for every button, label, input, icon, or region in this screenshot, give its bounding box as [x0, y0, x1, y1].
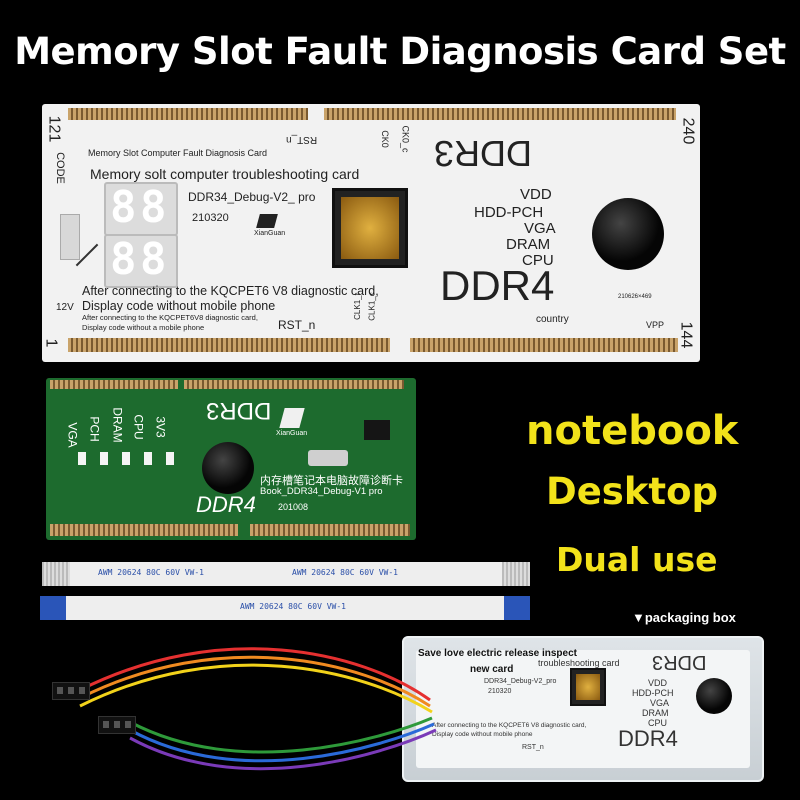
- led-vga: [78, 452, 86, 465]
- rst-bottom-label: RST_n: [278, 318, 316, 332]
- packaging-dram-label: DRAM: [642, 708, 669, 718]
- packaging-model-label: DDR34_Debug-V2_pro: [484, 678, 557, 685]
- packaging-chip-icon: [570, 668, 606, 706]
- packaging-display-text: Display code without mobile phone: [432, 731, 533, 738]
- dram-label: DRAM: [506, 236, 551, 253]
- buzzer-icon: [592, 198, 664, 270]
- connector-port: [60, 214, 80, 260]
- ribbon-text-2: AWM 20624 80C 60V VW-1: [292, 568, 398, 577]
- led-cpu: [144, 452, 152, 465]
- packaging-rst-label: RST_n: [522, 744, 544, 751]
- vga-label: VGA: [524, 220, 556, 237]
- notebook-chinese-label: 内存槽笔记本电脑故障诊断卡: [260, 475, 403, 487]
- pin-header-top: [52, 682, 90, 700]
- date-label: 210320: [192, 212, 229, 224]
- ddr4-label: DDR4: [440, 262, 555, 309]
- gold-contacts-top-left: [68, 108, 308, 120]
- packaging-vga-label: VGA: [650, 698, 670, 708]
- notebook-date-label: 201008: [278, 502, 309, 512]
- packaging-sticker-line-2: new card: [470, 664, 514, 675]
- dual-use-label: Dual use: [556, 540, 718, 579]
- cpu-label: CPU: [522, 252, 554, 269]
- led-pch: [100, 452, 108, 465]
- packaging-connect-text: After connecting to the KQCPET6 V8 diagn…: [432, 722, 587, 729]
- led-3v3: [166, 452, 174, 465]
- packaging-sticker-line-1: Save love electric release inspect: [418, 648, 577, 659]
- serial-label: 210626×469: [618, 294, 652, 300]
- notebook-diagnostic-card: DDR3 XianGuan VGA PCH DRAM CPU 3V3 内存槽笔记…: [46, 378, 416, 540]
- notebook-gold-top-right: [184, 380, 404, 389]
- packaging-box-label: ▼packaging box: [632, 610, 736, 625]
- notebook-gold-bottom-right: [250, 524, 410, 536]
- vdd-label: VDD: [520, 186, 552, 203]
- packaging-card-text: troubleshooting card: [538, 658, 620, 668]
- connect-line-2: Display code without mobile phone: [82, 299, 276, 313]
- seven-segment-display-bottom: 8 8: [104, 234, 178, 288]
- country-label: country: [536, 314, 569, 325]
- seven-segment-display-top: 8 8: [104, 182, 178, 236]
- segment-digit-2: 8: [140, 182, 167, 233]
- notebook-connector-port: [308, 450, 348, 466]
- packaging-box: Save love electric release inspect new c…: [402, 636, 764, 782]
- notebook-ddr4-label: DDR4: [196, 492, 256, 517]
- packaging-vdd-label: VDD: [648, 678, 668, 688]
- card-label-small: Memory Slot Computer Fault Diagnosis Car…: [88, 148, 268, 158]
- gold-contacts-top-right: [324, 108, 676, 120]
- notebook-model-label: Book_DDR34_Debug-V1 pro: [260, 486, 383, 497]
- notebook-gold-top-left: [50, 380, 178, 389]
- brand-label: XianGuan: [254, 230, 286, 237]
- gold-contacts-bottom-left: [68, 338, 390, 352]
- notebook-label: notebook: [526, 408, 739, 454]
- model-label: DDR34_Debug-V2_ pro: [188, 190, 316, 204]
- packaging-cpu-label: CPU: [648, 718, 668, 728]
- packaging-ddr4-label: DDR4: [618, 726, 678, 751]
- ribbon-cable-bottom: AWM 20624 80C 60V VW-1: [40, 596, 530, 620]
- gold-contacts-bottom-right: [410, 338, 678, 352]
- vpp-label: VPP: [646, 320, 665, 330]
- packaging-hdd-pch-label: HDD-PCH: [632, 688, 674, 698]
- led-dram: [122, 452, 130, 465]
- packaging-date-label: 210320: [488, 688, 512, 695]
- ribbon-cable-top: AWM 20624 80C 60V VW-1 AWM 20624 80C 60V…: [42, 562, 530, 586]
- segment-digit-4: 8: [140, 234, 167, 285]
- ribbon-text-1: AWM 20624 80C 60V VW-1: [98, 568, 204, 577]
- card-label-main: Memory solt computer troubleshooting car…: [90, 166, 360, 182]
- notebook-buzzer-icon: [202, 442, 254, 494]
- segment-digit-3: 8: [110, 234, 137, 285]
- connect-small-2: Display code without a mobile phone: [82, 323, 205, 332]
- ribbon-text-3: AWM 20624 80C 60V VW-1: [240, 602, 346, 611]
- pin-header-bottom: [98, 716, 136, 734]
- 12v-label: 12V: [56, 302, 74, 313]
- regulator-chip-icon: [364, 420, 390, 440]
- desktop-label: Desktop: [546, 470, 719, 513]
- hdd-pch-label: HDD-PCH: [474, 204, 544, 221]
- segment-digit-1: 8: [110, 182, 137, 233]
- desktop-diagnostic-card: 121 240 1 144 CODE 12V RST_n CK0 CK0_c M…: [42, 104, 700, 362]
- notebook-brand-label: XianGuan: [276, 430, 308, 437]
- page-title: Memory Slot Fault Diagnosis Card Set: [14, 30, 786, 73]
- processor-chip-icon: [332, 188, 408, 268]
- connect-small-1: After connecting to the KQCPET6V8 diagno…: [82, 313, 258, 322]
- notebook-gold-bottom-left: [50, 524, 238, 536]
- packaging-buzzer-icon: [696, 678, 732, 714]
- connect-line-1: After connecting to the KQCPET6 V8 diagn…: [82, 284, 379, 298]
